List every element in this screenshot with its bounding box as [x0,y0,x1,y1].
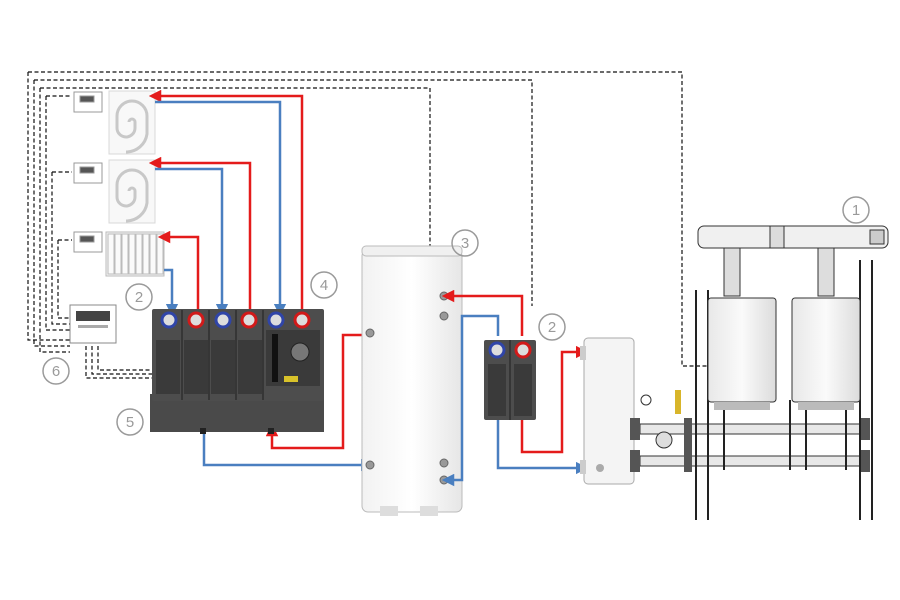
heat-exchanger-icon [580,337,635,485]
boiler-icon [707,297,861,410]
label-manifold: 5 [116,408,144,436]
room-thermostat-icon [73,91,103,253]
pump-group-right [484,340,536,420]
svg-text:3: 3 [461,235,469,252]
label-boilers: 1 [842,196,870,224]
svg-text:4: 4 [320,277,328,294]
mixing-valve [266,330,320,386]
pipe-network-left [148,89,374,472]
label-pump-group-left: 2 [125,283,153,311]
svg-text:6: 6 [52,363,60,380]
svg-text:5: 5 [126,414,134,431]
underfloor-coil-2 [108,159,156,224]
storage-tank-icon [361,245,463,516]
svg-text:1: 1 [852,202,860,219]
pump-group-left [150,309,324,434]
pipe-network-right [441,289,589,487]
radiator-icon [105,231,165,277]
control-wiring [27,71,736,379]
underfloor-coil-1 [108,90,156,155]
label-controller: 6 [42,357,70,385]
label-pump-group-right: 2 [538,313,566,341]
svg-text:2: 2 [135,289,143,306]
controller-icon [69,304,117,344]
flue-pipe [697,225,889,297]
svg-text:2: 2 [548,319,556,336]
label-mixing-module: 4 [310,271,338,299]
label-storage-tank: 3 [451,229,479,257]
